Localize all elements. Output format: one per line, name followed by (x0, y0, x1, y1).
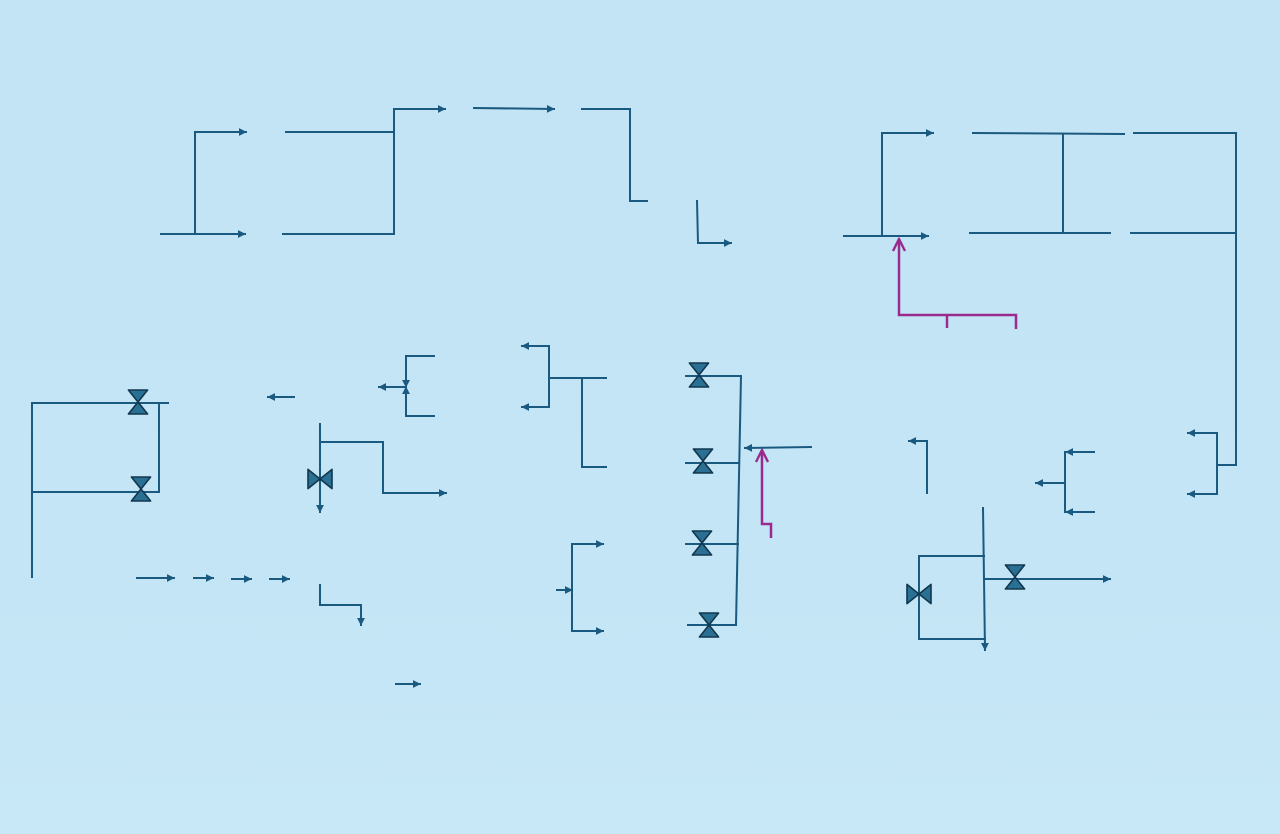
valve-icon (127, 389, 149, 415)
pipe-right-header (969, 131, 1126, 234)
pipe-valve-rack-header (734, 374, 743, 627)
pipe-feed-split (160, 132, 246, 235)
pipe-split-2 (548, 377, 607, 468)
pipe-drop-elbow (319, 584, 365, 626)
valve-icon (1004, 564, 1026, 590)
pipe-right-return (1130, 132, 1237, 466)
valve-icon (130, 476, 152, 502)
pipe-top-transfer (472, 104, 556, 113)
pipe-top-drop (581, 108, 648, 202)
pipe-split-2-bottom (521, 377, 550, 411)
pipe-right-mid-elbow (908, 437, 928, 494)
signal-line-valve-rack (762, 450, 773, 538)
pipe-top-outlet (695, 199, 732, 247)
valves (127, 362, 1026, 638)
pipe-right-return-split-a (1187, 429, 1218, 466)
pipe-split-1-bottom (402, 386, 435, 417)
pipe-valve-branch-out (319, 441, 447, 497)
pipe-valve-rack-inlet (743, 443, 813, 452)
pipe-split-2-top (521, 342, 550, 379)
pipe-top-collector (282, 109, 445, 235)
pipe-right-feed-branch (881, 129, 934, 237)
pipe-right-return-split-b (1187, 464, 1218, 498)
valve-icon (307, 468, 333, 490)
valve-icon (692, 448, 714, 474)
valve-icon (688, 362, 710, 388)
pipe-split-1-top (402, 355, 435, 388)
valve-icon (906, 583, 932, 605)
valve-icon (698, 612, 720, 638)
signal-line-top-right (899, 239, 1018, 329)
signal-lines (762, 239, 1018, 538)
valve-icon (691, 530, 713, 556)
pipe-bypass-loop (918, 555, 986, 640)
pipe-left-loop (31, 402, 169, 578)
pipe-network (31, 104, 1237, 688)
pipe-right-mid-split (1036, 451, 1066, 513)
